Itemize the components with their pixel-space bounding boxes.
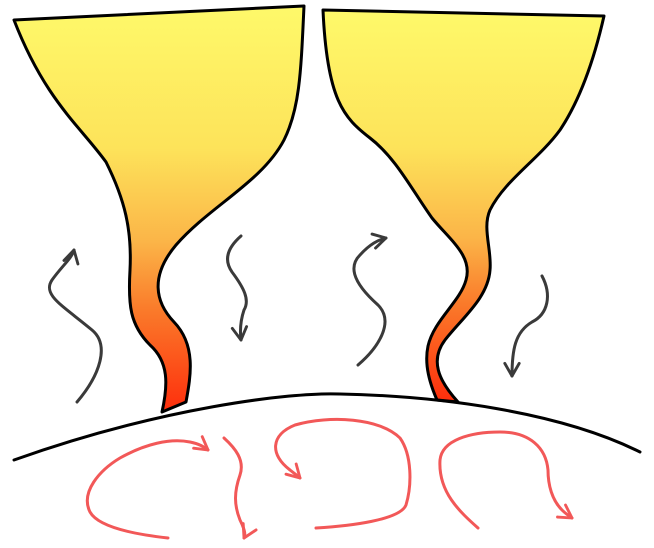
- interior-flow-arrows: [87, 419, 572, 538]
- surface-arc: [14, 394, 640, 460]
- interior-loop-4: [440, 432, 572, 528]
- right-flux-funnel: [323, 10, 604, 402]
- downward-arrow-right: [512, 276, 547, 376]
- interior-loop-1: [87, 441, 208, 538]
- upward-arrow-left: [49, 250, 101, 402]
- interior-loop-3: [276, 419, 410, 528]
- downward-arrow-left: [228, 236, 247, 340]
- upward-arrow-right: [354, 238, 386, 365]
- interior-flow-2: [224, 438, 245, 538]
- left-flux-funnel: [14, 6, 304, 412]
